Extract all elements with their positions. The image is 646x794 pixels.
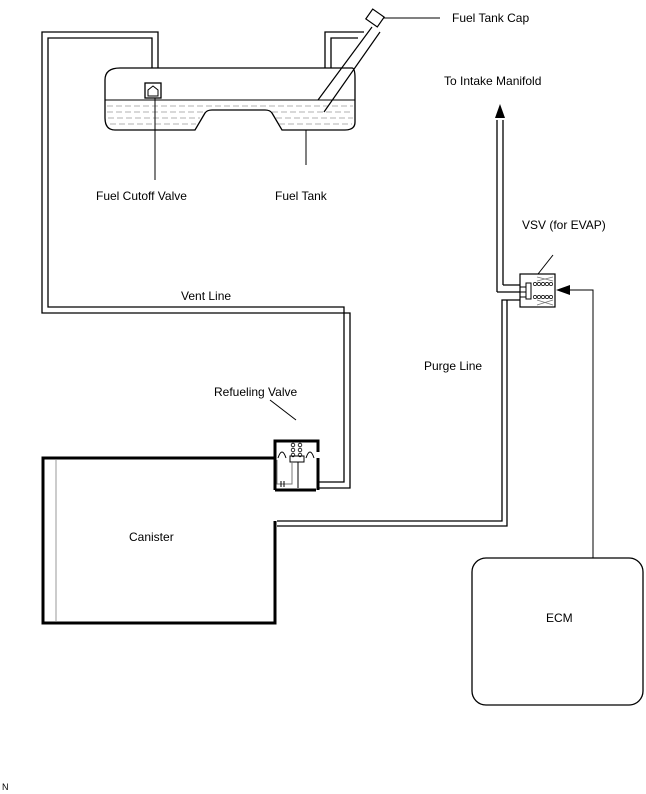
label-fuel-tank: Fuel Tank [275,189,327,203]
ecm-signal-line [568,289,594,558]
vent-line-pipe [41,31,351,489]
canister [41,456,277,625]
refueling-valve [269,399,320,492]
fuel-tank-cap [364,8,386,28]
corner-mark: N [2,782,9,792]
ecm-box [471,557,644,706]
label-vsv: VSV (for EVAP) [522,218,606,232]
label-fuel-tank-cap: Fuel Tank Cap [452,11,530,25]
purge-line-pipe [277,120,520,527]
fuel-tank [104,67,356,131]
label-ecm: ECM [546,611,573,625]
label-refueling-valve: Refueling Valve [214,385,298,399]
label-vent-line: Vent Line [181,289,232,303]
label-to-intake-manifold: To Intake Manifold [444,74,542,88]
filler-breather-pipe [324,31,364,70]
intake-arrow-icon [495,104,505,118]
fuel-cutoff-valve [144,82,162,180]
label-canister: Canister [129,530,174,544]
vsv-solenoid [519,254,556,308]
signal-arrow-icon [556,285,570,295]
label-purge-line: Purge Line [424,359,483,373]
label-fuel-cutoff-valve: Fuel Cutoff Valve [96,189,187,203]
filler-neck [317,26,381,113]
